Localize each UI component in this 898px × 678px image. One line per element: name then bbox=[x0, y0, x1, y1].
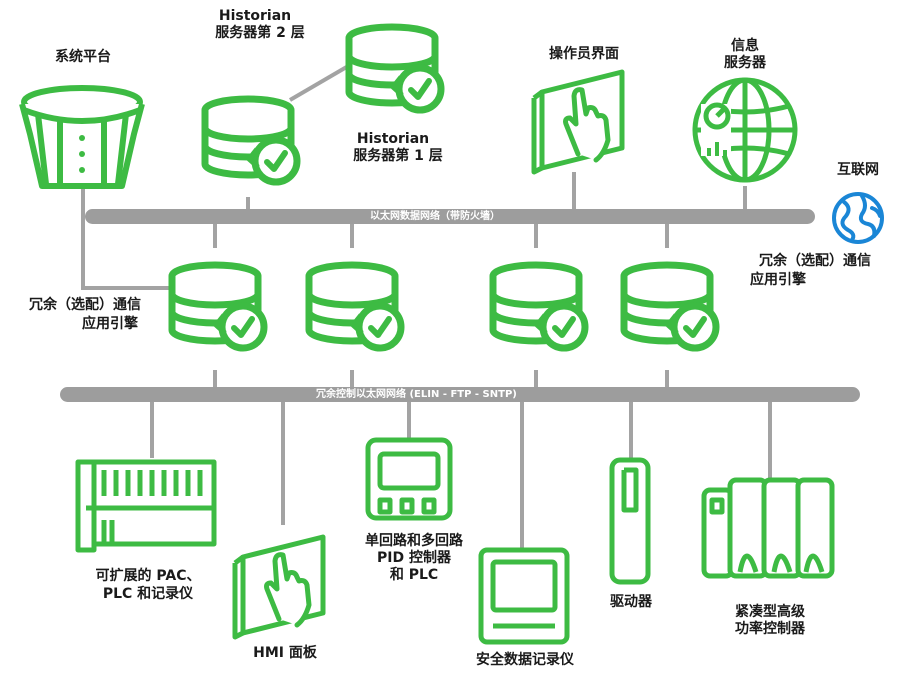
redundant-right-label-line2: 应用引擎 bbox=[750, 272, 806, 288]
drive-label: 驱动器 bbox=[610, 594, 652, 610]
redundant-left-label-line2: 应用引擎 bbox=[82, 316, 138, 332]
pac-rack-icon bbox=[75, 459, 217, 553]
app-engine-server-right-1-icon bbox=[493, 265, 585, 348]
info-server-label-line1: 信息 bbox=[731, 38, 759, 54]
internet-label: 互联网 bbox=[837, 162, 879, 178]
app-engine-server-left-2-icon bbox=[309, 265, 401, 348]
historian-server-l2-icon bbox=[205, 99, 297, 182]
pid-controller-icon bbox=[365, 437, 453, 521]
drive-icon bbox=[609, 457, 651, 585]
pac-label-line2: PLC 和记录仪 bbox=[102, 586, 194, 602]
globe-icon bbox=[832, 192, 884, 244]
ethernet-firewall-label: 以太网数据网络（带防火墙） bbox=[370, 211, 500, 222]
safety-recorder-label: 安全数据记录仪 bbox=[476, 652, 574, 668]
redundant-control-bus bbox=[60, 387, 860, 402]
hmi-label: HMI 面板 bbox=[253, 645, 317, 661]
app-engine-server-right-2-icon bbox=[624, 265, 716, 348]
historian-l1-label-line2: 服务器第 1 层 bbox=[353, 148, 443, 164]
pid-label-line1: 单回路和多回路 bbox=[365, 533, 463, 549]
info-server-label-line2: 服务器 bbox=[724, 55, 766, 71]
power-controller-label-line1: 紧凑型高级 bbox=[735, 604, 805, 620]
operator-ui-label: 操作员界面 bbox=[549, 46, 619, 62]
system-platform-label: 系统平台 bbox=[55, 49, 111, 65]
pid-label-line2: PID 控制器 bbox=[377, 550, 451, 566]
safety-recorder-icon bbox=[478, 547, 570, 645]
historian-l2-label-line1: Historian bbox=[218, 8, 292, 24]
app-engine-server-left-1-icon bbox=[172, 265, 264, 348]
pid-label-line3: 和 PLC bbox=[389, 567, 439, 583]
hmi-tablet-icon bbox=[235, 537, 323, 637]
historian-server-l1-icon bbox=[349, 27, 441, 110]
system-platform-icon bbox=[19, 85, 145, 189]
connector-lines bbox=[81, 63, 772, 548]
historian-l1-label-line1: Historian bbox=[356, 131, 430, 147]
operator-tablet-icon bbox=[534, 72, 622, 172]
power-controller-icon bbox=[701, 477, 835, 579]
redundant-control-label: 冗余控制以太网网络 (ELIN - FTP - SNTP) bbox=[316, 389, 517, 400]
pac-label-line1: 可扩展的 PAC、 bbox=[95, 568, 201, 584]
redundant-right-label-line1: 冗余（选配）通信 bbox=[759, 253, 871, 269]
power-controller-label-line2: 功率控制器 bbox=[735, 621, 805, 637]
information-server-icon bbox=[692, 77, 798, 183]
historian-l2-label-line2: 服务器第 2 层 bbox=[215, 25, 305, 41]
ethernet-firewall-bus bbox=[85, 209, 815, 224]
redundant-left-label-line1: 冗余（选配）通信 bbox=[29, 297, 141, 313]
